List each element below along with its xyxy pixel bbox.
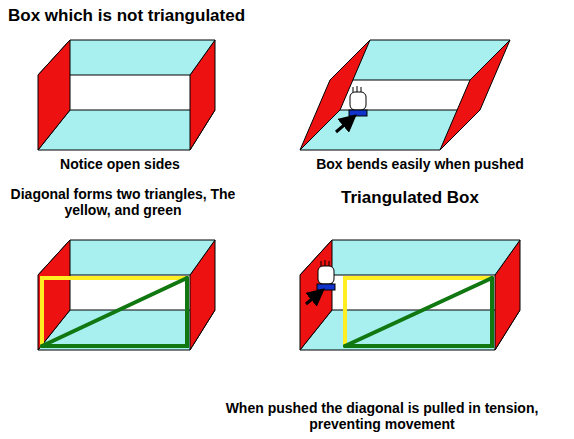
bent-box <box>300 40 510 150</box>
triangle-frame <box>42 278 187 346</box>
section-heading: Triangulated Box <box>300 188 520 208</box>
triangle-frame <box>345 278 492 346</box>
figure-caption: When pushed the diagonal is pulled in te… <box>212 400 552 432</box>
figure-caption: Notice open sides <box>20 156 220 172</box>
figure-caption: Diagonal forms two triangles, The yellow… <box>8 186 238 218</box>
triangulated-box <box>300 240 520 350</box>
figure-caption: Box bends easily when pushed <box>295 156 545 172</box>
pushing-hand <box>336 86 367 132</box>
triangulated-box <box>38 240 215 350</box>
open-box <box>38 40 215 150</box>
diagram-title: Box which is not triangulated <box>8 6 338 26</box>
pushing-hand <box>306 260 335 304</box>
